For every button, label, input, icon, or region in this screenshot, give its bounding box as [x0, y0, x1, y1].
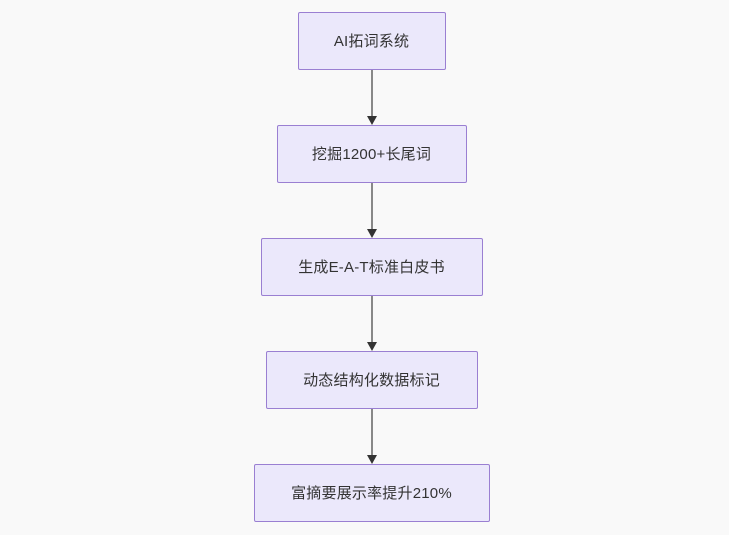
flowchart-node-label: AI拓词系统: [333, 32, 410, 50]
flowchart-edge-n2-n3: [365, 183, 379, 238]
flowchart-node-label: 动态结构化数据标记: [303, 371, 440, 389]
flowchart-node-n4[interactable]: 动态结构化数据标记: [265, 351, 478, 409]
flowchart-node-n1[interactable]: AI拓词系统: [297, 12, 446, 70]
edge-line: [370, 70, 373, 117]
flowchart-edge-n1-n2: [365, 70, 379, 125]
down-arrow-icon: [366, 116, 377, 125]
flowchart-node-label: 挖掘1200+长尾词: [311, 145, 432, 163]
flowchart-edge-n4-n5: [365, 409, 379, 464]
flowchart-node-label: 富摘要展示率提升210%: [291, 484, 452, 502]
flowchart-node-n2[interactable]: 挖掘1200+长尾词: [276, 125, 467, 183]
flowchart-edge-n3-n4: [365, 296, 379, 351]
flowchart-node-column: AI拓词系统 挖掘1200+长尾词 生成E-A-T标准白皮书 动态结构化数据标记: [0, 12, 729, 522]
down-arrow-icon: [366, 455, 377, 464]
down-arrow-icon: [366, 229, 377, 238]
edge-line: [370, 409, 373, 456]
edge-line: [370, 183, 373, 230]
down-arrow-icon: [366, 342, 377, 351]
edge-line: [370, 296, 373, 343]
flowchart-node-n3[interactable]: 生成E-A-T标准白皮书: [260, 238, 483, 296]
flowchart-node-label: 生成E-A-T标准白皮书: [298, 258, 445, 276]
flowchart-node-n5[interactable]: 富摘要展示率提升210%: [253, 464, 490, 522]
